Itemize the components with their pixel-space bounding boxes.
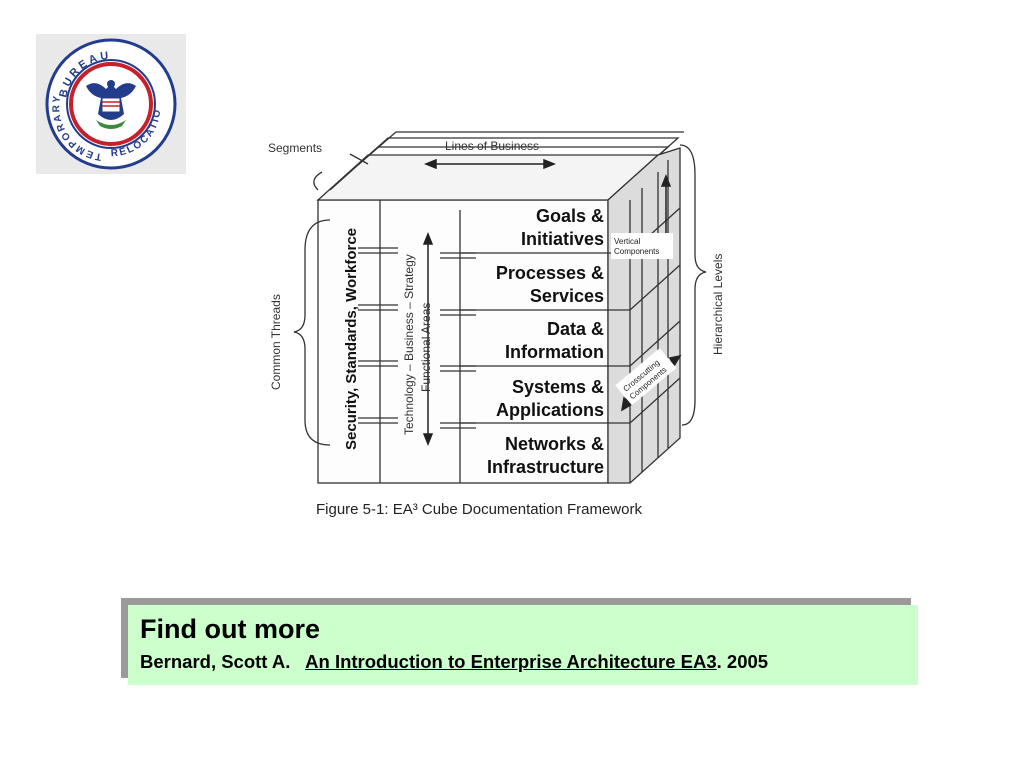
book-reference: Bernard, Scott A. An Introduction to Ent… <box>140 651 906 673</box>
book-title-link[interactable]: An Introduction to Enterprise Architectu… <box>305 650 717 672</box>
hierarchical-levels-label: Hierarchical Levels <box>711 254 725 355</box>
level-3-line1: Data & <box>547 319 604 339</box>
book-author: Bernard, Scott A. <box>140 650 291 672</box>
threads-text: Security, Standards, Workforce <box>343 228 360 450</box>
figure-caption: Figure 5-1: EA³ Cube Documentation Frame… <box>316 501 642 518</box>
level-4-line1: Systems & <box>512 377 604 397</box>
level-3-line2: Information <box>505 342 604 362</box>
level-2-line2: Services <box>530 286 604 306</box>
level-1-line1: Goals & <box>536 206 604 226</box>
ea3-cube-diagram: Segments Lines of Business Common Thread… <box>268 131 725 518</box>
common-threads-label: Common Threads <box>269 294 283 390</box>
level-4-line2: Applications <box>496 400 604 420</box>
level-1-line2: Initiatives <box>521 229 604 249</box>
lines-of-business-label: Lines of Business <box>445 139 539 153</box>
vertical-components-line1: Vertical <box>614 237 640 246</box>
segments-label: Segments <box>268 141 322 155</box>
find-out-more-box: Find out more Bernard, Scott A. An Intro… <box>128 605 918 685</box>
level-2-line1: Processes & <box>496 263 604 283</box>
eagle-icon <box>77 70 145 138</box>
functional-areas-line2: Functional Areas <box>419 303 433 392</box>
level-5-line1: Networks & <box>505 434 604 454</box>
vertical-components-line2: Components <box>614 247 659 256</box>
book-year: . 2005 <box>716 650 769 672</box>
agency-seal: BUREAU TEMPORARY RELOCATION <box>36 34 186 174</box>
callout-title: Find out more <box>140 614 320 644</box>
level-5-line2: Infrastructure <box>487 457 604 477</box>
functional-areas-line1: Technology – Business – Strategy <box>402 254 416 435</box>
